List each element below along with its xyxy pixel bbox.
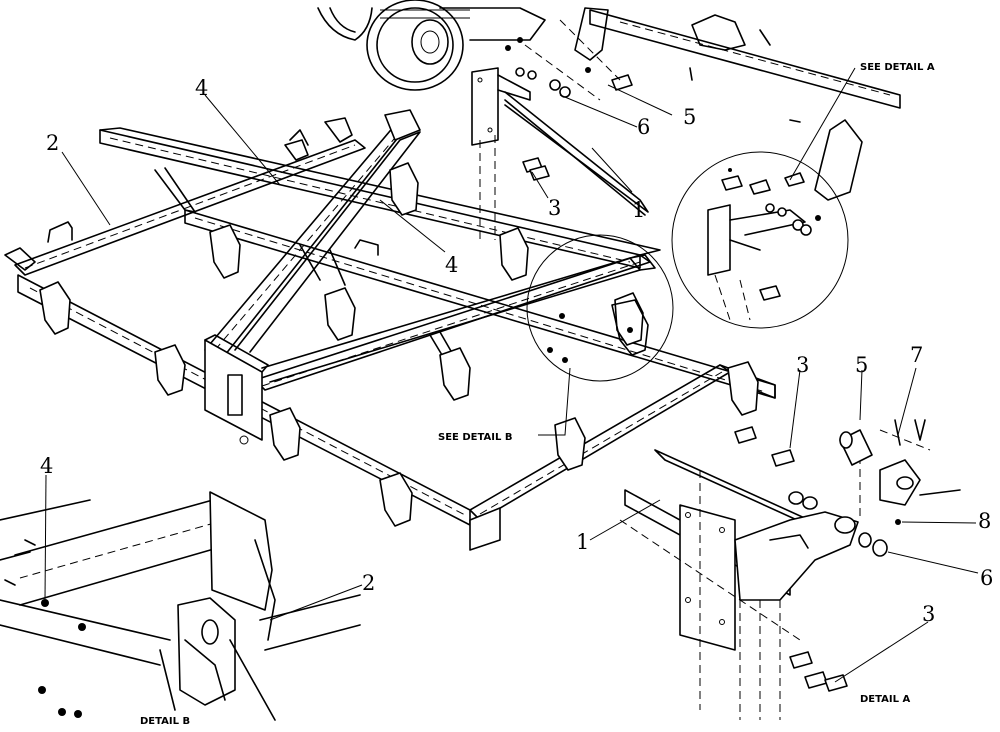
rear-mount bbox=[471, 67, 649, 216]
callout-4-detail: 4 bbox=[40, 454, 53, 478]
callout-6-detail: 6 bbox=[980, 566, 993, 590]
callout-1-top: 1 bbox=[632, 198, 645, 222]
detail-circles bbox=[526, 151, 849, 382]
callout-4-top: 4 bbox=[195, 76, 208, 100]
detail-a-caption: DETAIL A bbox=[860, 694, 910, 705]
callout-3-top: 3 bbox=[548, 196, 561, 220]
see-detail-b-caption: SEE DETAIL B bbox=[438, 432, 512, 443]
fasteners-top bbox=[479, 19, 633, 240]
detail-b-caption: DETAIL B bbox=[140, 716, 190, 727]
shank-brackets bbox=[39, 117, 759, 527]
detail-a-circle-contents bbox=[707, 119, 863, 321]
callout-3-bottom: 3 bbox=[922, 602, 935, 626]
toolbar-top-right bbox=[574, 7, 901, 123]
see-detail-a-caption: SEE DETAIL A bbox=[860, 62, 935, 73]
callout-6-top: 6 bbox=[637, 115, 650, 139]
captions: SEE DETAIL A SEE DETAIL B DETAIL A DETAI… bbox=[140, 62, 935, 727]
leader-lines bbox=[44, 67, 979, 683]
callout-8: 8 bbox=[978, 509, 991, 533]
detail-b-view bbox=[0, 491, 361, 721]
callout-4-mid: 4 bbox=[445, 253, 458, 277]
detail-b-circle-contents bbox=[547, 299, 649, 363]
callout-3-right: 3 bbox=[796, 353, 809, 377]
tractor-wheels bbox=[317, 0, 546, 91]
callout-2-detail: 2 bbox=[362, 571, 375, 595]
callout-7: 7 bbox=[910, 343, 923, 367]
callout-1-detail: 1 bbox=[576, 530, 589, 554]
callout-5-top: 5 bbox=[683, 105, 696, 129]
callout-2-main: 2 bbox=[46, 131, 59, 155]
callout-5-right: 5 bbox=[855, 353, 868, 377]
detail-a-view bbox=[619, 419, 961, 720]
callout-labels: 1 1 2 2 3 3 3 4 4 4 5 5 6 6 7 8 bbox=[40, 76, 993, 626]
